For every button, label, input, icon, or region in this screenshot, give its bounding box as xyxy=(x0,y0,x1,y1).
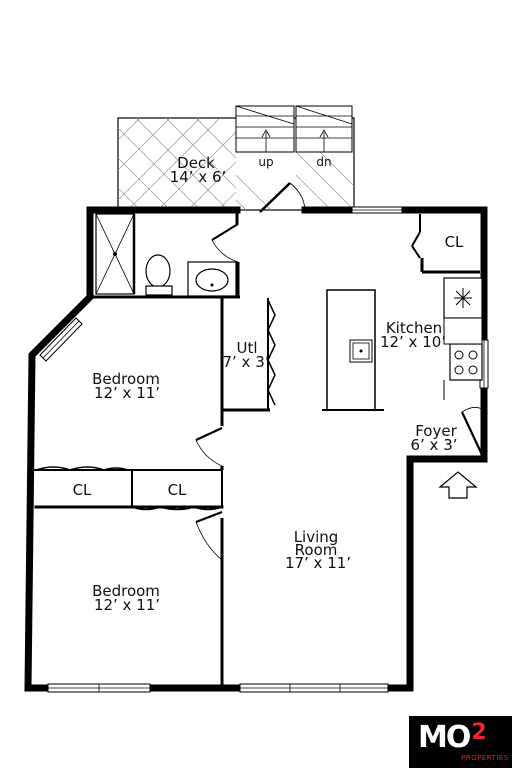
stove-icon xyxy=(449,343,483,381)
entry-door[interactable] xyxy=(461,407,485,460)
deck-boards xyxy=(117,117,355,211)
foyer-name: Foyer xyxy=(415,422,457,440)
bedroom-lower-name: Bedroom xyxy=(92,582,160,600)
windows xyxy=(39,206,489,693)
living-size: 17’ x 11’ xyxy=(285,554,351,572)
bedroom-lower: Bedroom 12’ x 11’ xyxy=(92,510,224,688)
kitchen-island xyxy=(322,289,384,411)
closet-3-label: CL xyxy=(445,233,464,251)
living-name-line1: Living xyxy=(294,528,339,546)
kitchen-name: Kitchen xyxy=(386,319,442,337)
logo-mark: MO2 xyxy=(418,720,487,755)
kitchen-size: 12’ x 10’ xyxy=(380,333,446,351)
deck-door[interactable] xyxy=(259,182,306,213)
toilet-icon xyxy=(145,254,173,296)
stairs-up: up xyxy=(235,105,295,169)
sink-icon xyxy=(187,261,237,297)
bedroom-upper: Bedroom 12’ x 11’ xyxy=(92,370,224,470)
stairs-up-label: up xyxy=(258,155,273,169)
utility-room: Utl 7’ x 3’ xyxy=(220,297,276,412)
bedroom-upper-door[interactable] xyxy=(195,427,223,467)
deck-name: Deck xyxy=(177,154,215,172)
deck-size: 14’ x 6’ xyxy=(170,168,227,186)
stairs-down: dn xyxy=(295,105,353,169)
foyer-size: 6’ x 3’ xyxy=(410,436,457,454)
bathroom-door[interactable] xyxy=(211,223,239,263)
closets: CL CL xyxy=(34,466,223,511)
entry-arrow-icon xyxy=(438,471,478,499)
bedroom-upper-name: Bedroom xyxy=(92,370,160,388)
logo-subtitle: PROPERTIES xyxy=(461,754,509,762)
kitchen: Kitchen 12’ x 10’ xyxy=(322,277,483,411)
bedroom-lower-size: 12’ x 11’ xyxy=(94,596,160,614)
bedroom-lower-door[interactable] xyxy=(195,510,223,561)
foyer: Foyer 6’ x 3’ xyxy=(410,407,485,499)
bedroom-upper-size: 12’ x 11’ xyxy=(94,384,160,402)
refrigerator-icon xyxy=(443,277,483,319)
living-name-line2: Room xyxy=(295,541,338,559)
bathroom xyxy=(93,212,240,299)
utility-name: Utl xyxy=(236,339,257,357)
pantry-closet: CL xyxy=(411,214,480,274)
living-room: Living Room 17’ x 11’ xyxy=(285,528,351,572)
utility-size: 7’ x 3’ xyxy=(222,353,269,371)
closet-2-label: CL xyxy=(168,481,187,499)
closet-1-label: CL xyxy=(73,481,92,499)
pantry-door[interactable] xyxy=(411,231,421,259)
stairs-down-label: dn xyxy=(316,155,331,169)
brand-logo: MO2 PROPERTIES xyxy=(409,716,512,768)
